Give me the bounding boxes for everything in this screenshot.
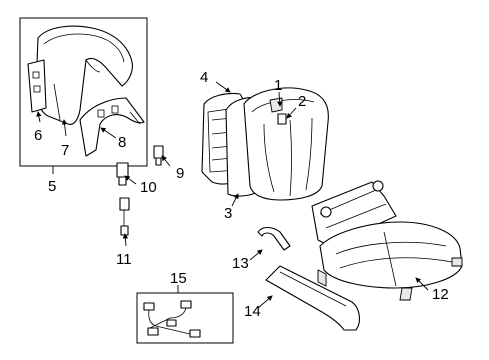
- callout-4: 4: [200, 69, 208, 86]
- side-finisher-part: [265, 265, 361, 331]
- callout-8: 8: [118, 134, 126, 151]
- clip-part: [153, 145, 171, 167]
- callout-labels: 1 2 3 4 5 6 7 8 9 10 11 12 13 14 15: [34, 69, 449, 320]
- harness-group-box: [136, 285, 234, 344]
- callout-3: 3: [224, 205, 232, 222]
- callout-13: 13: [232, 255, 249, 272]
- callout-15: 15: [170, 270, 187, 287]
- callout-14: 14: [244, 303, 261, 320]
- callout-2: 2: [298, 93, 306, 110]
- callout-5: 5: [48, 178, 56, 195]
- trim-panel-part: [79, 97, 145, 157]
- callout-7: 7: [61, 142, 69, 159]
- callout-6: 6: [34, 127, 42, 144]
- latch-rod-part: [119, 197, 130, 247]
- connector-part: [116, 162, 137, 186]
- callout-1: 1: [274, 77, 282, 94]
- headrest-cover-part: [27, 25, 133, 125]
- seatback-cover-part: [243, 87, 329, 201]
- headrest-group-box: [19, 17, 148, 174]
- seat-cushion-part: [311, 180, 463, 301]
- callout-10: 10: [140, 179, 157, 196]
- callout-9: 9: [176, 165, 184, 182]
- callout-12: 12: [432, 286, 449, 303]
- callout-11: 11: [116, 251, 132, 268]
- recline-lever-part: [257, 226, 291, 251]
